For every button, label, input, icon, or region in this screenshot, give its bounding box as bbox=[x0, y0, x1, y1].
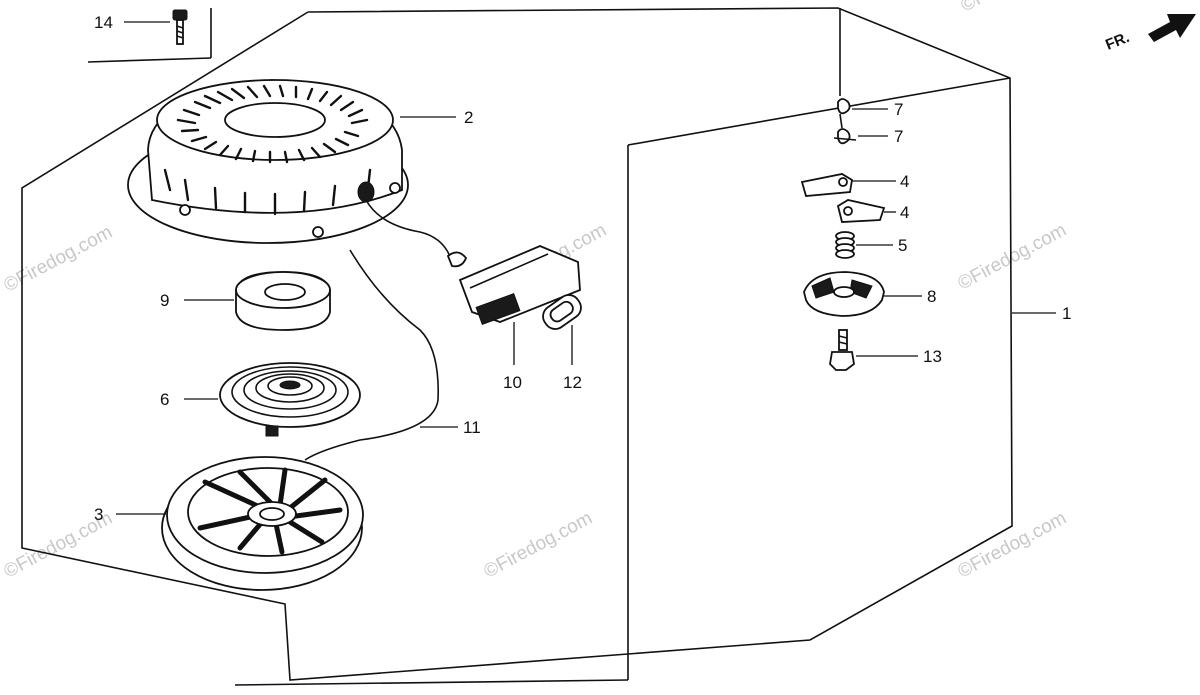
starter-grip-part-10: 10 bbox=[446, 245, 581, 392]
callout-5: 5 bbox=[898, 236, 907, 255]
callout-3: 3 bbox=[94, 505, 103, 524]
part-14-inset: 14 bbox=[87, 8, 212, 63]
boundary-outline bbox=[21, 7, 1013, 681]
ratchet-spring-part-7a: 7 bbox=[837, 98, 903, 129]
starter-case-part-2: 2 bbox=[127, 79, 473, 244]
watermark: ©Firedog.com bbox=[954, 220, 1069, 295]
boundary-inner-bottom bbox=[234, 679, 629, 686]
ratchet-spring-part-7b: 7 bbox=[833, 127, 903, 146]
assembly-boundary bbox=[21, 7, 1013, 686]
callout-7b: 7 bbox=[894, 127, 903, 146]
ratchet-pawl-part-4b: 4 bbox=[836, 199, 909, 223]
recoil-pulley-part-3: 3 bbox=[94, 456, 364, 591]
watermark: ©Firedog.com bbox=[957, 0, 1072, 16]
boundary-inner-edge bbox=[627, 77, 1011, 146]
callout-8: 8 bbox=[927, 287, 936, 306]
inset-bottom bbox=[87, 57, 212, 63]
front-direction-indicator: FR. bbox=[1103, 14, 1196, 54]
spring-cover-part-9: 9 bbox=[160, 271, 331, 331]
callout-1: 1 bbox=[1062, 304, 1071, 323]
callout-7a: 7 bbox=[894, 100, 903, 119]
callout-9: 9 bbox=[160, 291, 169, 310]
rope-guide bbox=[357, 181, 375, 203]
callout-4a: 4 bbox=[900, 172, 909, 191]
ratchet-guide-part-8: 8 bbox=[803, 271, 936, 317]
rope-upper bbox=[365, 199, 453, 263]
case-vent-slots bbox=[163, 84, 372, 216]
front-label: FR. bbox=[1103, 29, 1132, 54]
bolt-14-head bbox=[172, 9, 188, 21]
starter-rope-part-11: 11 bbox=[304, 199, 481, 461]
friction-spring-part-5: 5 bbox=[835, 231, 907, 259]
watermark: ©Firedog.com bbox=[0, 222, 115, 297]
callout-12: 12 bbox=[563, 373, 582, 392]
callout-2: 2 bbox=[464, 108, 473, 127]
setting-bolt-part-13: 13 bbox=[829, 329, 942, 371]
callout-4b: 4 bbox=[900, 203, 909, 222]
pulley-spokes bbox=[197, 467, 343, 555]
rope-knot bbox=[446, 251, 468, 268]
callout-14: 14 bbox=[94, 13, 113, 32]
callout-6: 6 bbox=[160, 390, 169, 409]
assembly-callout-1: 1 bbox=[1012, 304, 1071, 323]
callout-13: 13 bbox=[923, 347, 942, 366]
case-center-hole bbox=[224, 102, 326, 138]
ratchet-pawl-part-4a: 4 bbox=[800, 172, 909, 197]
callout-11: 11 bbox=[463, 418, 481, 437]
callout-10: 10 bbox=[503, 373, 522, 392]
recoil-spring-part-6: 6 bbox=[160, 362, 361, 437]
front-arrow-icon bbox=[1148, 14, 1196, 42]
ratchet-parts: 7 7 4 4 5 bbox=[800, 8, 942, 371]
rope-lower bbox=[304, 249, 439, 461]
grip-insert-part-12: 12 bbox=[542, 294, 582, 392]
watermark: ©Firedog.com bbox=[480, 508, 595, 583]
